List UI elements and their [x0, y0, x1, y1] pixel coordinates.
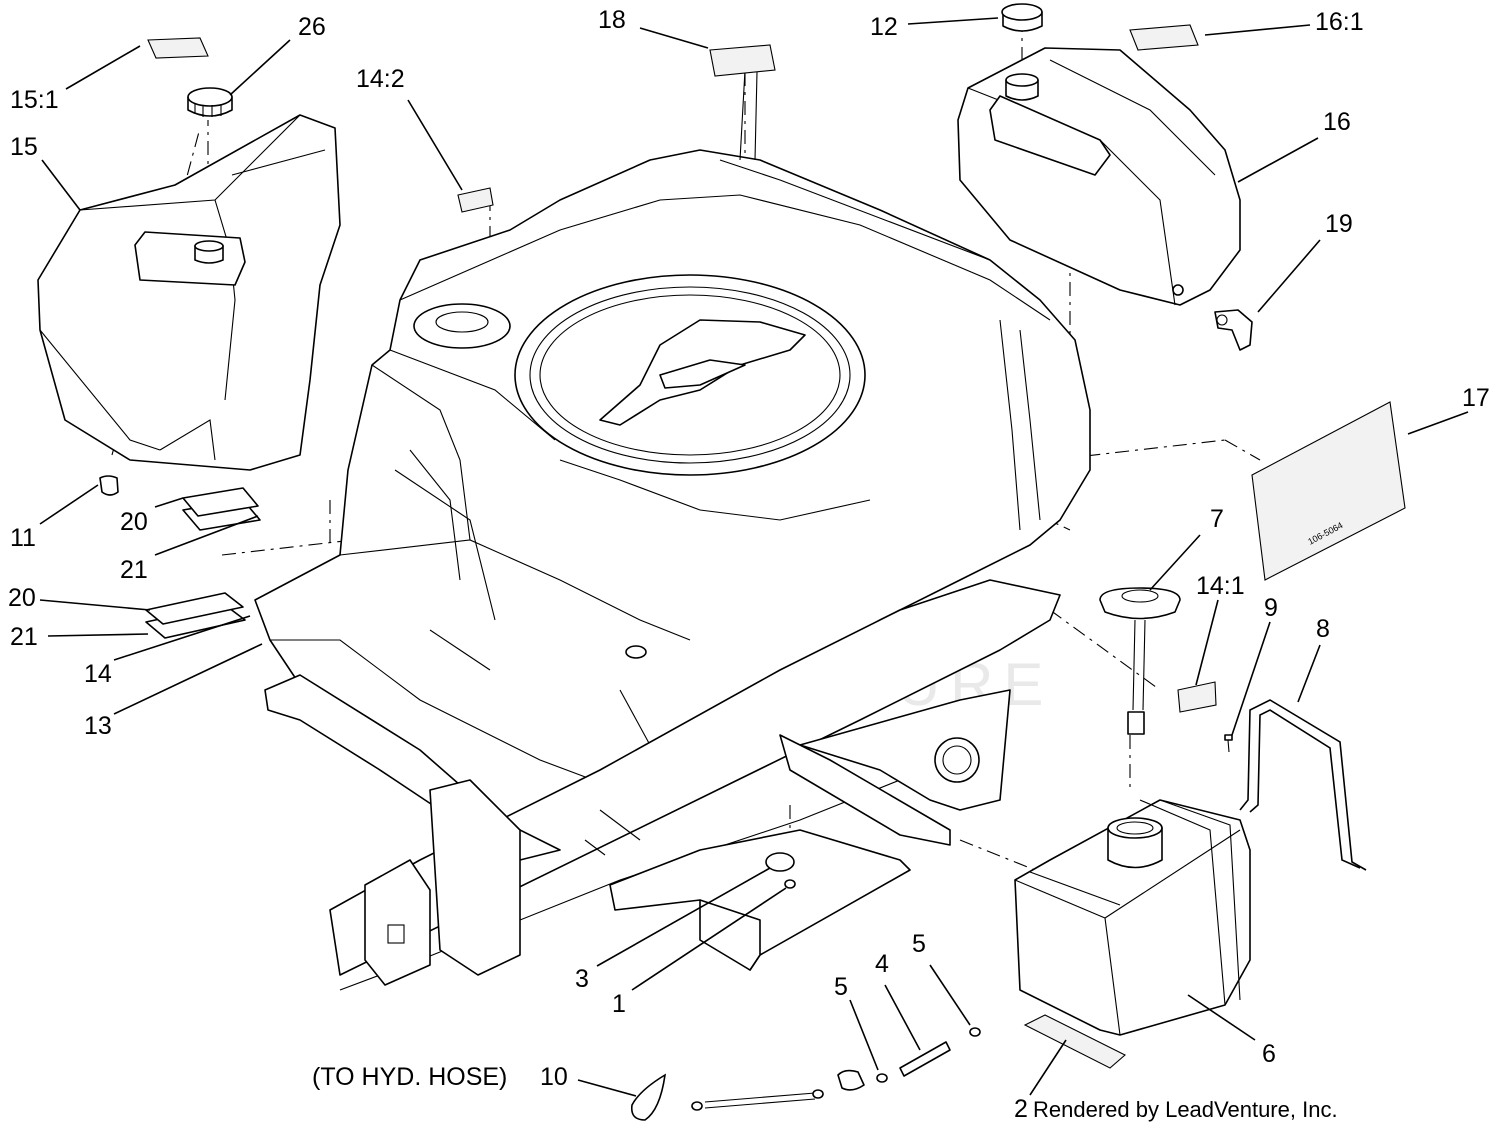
callout-12: 12: [870, 13, 898, 41]
callout-labels: 15:1 26 15 14:2 18 12 16:1 16 19 17 11 2…: [8, 6, 1490, 1123]
hose-assembly: [691, 1027, 981, 1111]
decal-14-1: [1177, 681, 1217, 713]
decal-14-2: [457, 187, 494, 213]
render-credit: Rendered by LeadVenture, Inc.: [1033, 1097, 1338, 1122]
fuel-cap-left: [187, 87, 233, 117]
hydraulic-tank: [1014, 799, 1251, 1036]
callout-5-right: 5: [912, 930, 926, 958]
callout-10: 10: [540, 1063, 568, 1091]
callout-17: 17: [1462, 384, 1490, 412]
decal-16-1: [1129, 24, 1199, 51]
callout-26: 26: [298, 13, 326, 41]
callout-2: 2: [1014, 1095, 1028, 1123]
hydraulic-hose-note: (TO HYD. HOSE): [312, 1063, 507, 1091]
callout-6: 6: [1262, 1040, 1276, 1068]
callout-13: 13: [84, 712, 112, 740]
callout-7: 7: [1210, 505, 1224, 533]
shutoff-valve: [1214, 309, 1253, 351]
fuel-cap-right: [1001, 3, 1043, 32]
callout-14: 14: [84, 660, 112, 688]
callout-9: 9: [1264, 594, 1278, 622]
decal-17: 106-5064: [1251, 401, 1406, 581]
pad-2: [1023, 1014, 1126, 1069]
callout-14-2: 14:2: [356, 65, 405, 93]
callout-5-left: 5: [834, 973, 848, 1001]
callout-21-upper: 21: [120, 556, 148, 584]
callout-19: 19: [1325, 210, 1353, 238]
callout-15: 15: [10, 133, 38, 161]
callout-3: 3: [575, 965, 589, 993]
frame: [264, 579, 1061, 991]
callout-4: 4: [875, 950, 889, 978]
right-fuel-tank: [957, 47, 1241, 306]
callout-1: 1: [612, 990, 626, 1018]
pad-set-lower: [145, 592, 246, 639]
callout-14-1: 14:1: [1196, 572, 1245, 600]
callout-20-upper: 20: [120, 508, 148, 536]
pad-set-upper: [182, 487, 261, 531]
tank-strap: [1239, 699, 1367, 871]
callout-16: 16: [1323, 108, 1351, 136]
callout-21-lower: 21: [10, 623, 38, 651]
leader-lines: [39, 17, 1469, 1097]
callout-16-1: 16:1: [1315, 8, 1364, 36]
bumper-foot: [99, 475, 119, 496]
callout-8: 8: [1316, 615, 1330, 643]
bolt: [1224, 734, 1233, 753]
decal-18: [709, 44, 776, 77]
hood-body: [254, 69, 1091, 856]
callout-18: 18: [598, 6, 626, 34]
callout-20-lower: 20: [8, 584, 36, 612]
fuel-sender: [1099, 587, 1181, 735]
clip-and-nut: [765, 852, 796, 889]
cable-tie: [630, 1073, 667, 1121]
decal-15-1: [147, 37, 209, 59]
callout-11: 11: [10, 524, 36, 552]
callout-15-1: 15:1: [10, 86, 59, 114]
left-fuel-tank: [37, 114, 341, 471]
